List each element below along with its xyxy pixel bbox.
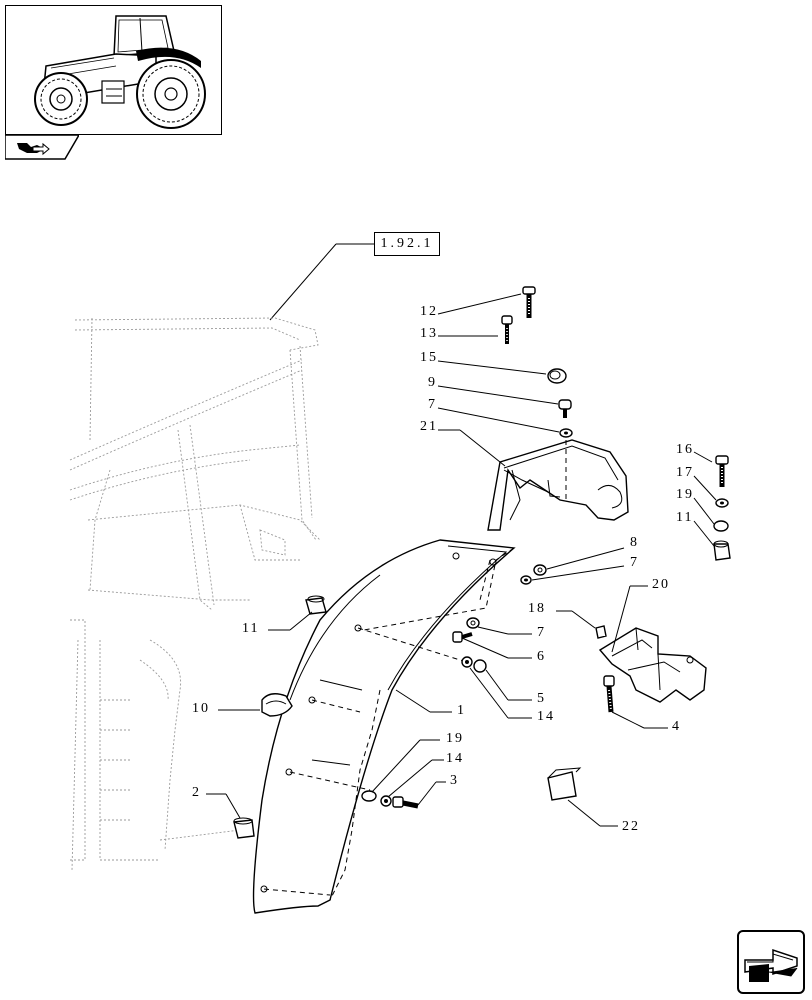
callout-7-top: 7 bbox=[428, 397, 435, 412]
clamp-part-10 bbox=[261, 693, 293, 717]
callout-20: 20 bbox=[652, 577, 670, 592]
callout-7-low: 7 bbox=[537, 625, 544, 640]
washer-part-19-right bbox=[713, 520, 729, 532]
callout-12: 12 bbox=[420, 304, 438, 319]
pad-part-22 bbox=[547, 767, 582, 801]
bolt-part-3 bbox=[392, 796, 419, 809]
washer-part-14-low bbox=[380, 795, 392, 807]
grommet-part-2 bbox=[233, 817, 255, 839]
callout-19-right: 19 bbox=[676, 487, 694, 502]
tractor-thumbnail bbox=[5, 5, 222, 135]
callout-11-left: 11 bbox=[242, 621, 259, 636]
callout-21: 21 bbox=[420, 419, 438, 434]
callout-13: 13 bbox=[420, 326, 438, 341]
nut-part-18 bbox=[595, 625, 607, 639]
callout-18: 18 bbox=[528, 601, 546, 616]
callout-2: 2 bbox=[192, 785, 199, 800]
rear-fender-part-1 bbox=[252, 539, 516, 914]
bracket-part-20 bbox=[598, 627, 707, 703]
screw-part-9 bbox=[558, 399, 572, 418]
washer-part-14-top bbox=[461, 656, 473, 668]
callout-5: 5 bbox=[537, 691, 544, 706]
callout-11-right: 11 bbox=[676, 510, 693, 525]
callout-3: 3 bbox=[450, 773, 457, 788]
book-arrow-icon bbox=[4, 134, 81, 160]
callouts: 12 13 15 9 7 21 16 17 19 11 8 7 bbox=[192, 293, 717, 834]
callout-7-mid: 7 bbox=[630, 555, 637, 570]
bolt-part-12 bbox=[522, 286, 536, 318]
next-page-button[interactable] bbox=[737, 930, 805, 994]
cab-frame-ghost bbox=[69, 317, 321, 871]
stud-part-4 bbox=[603, 675, 615, 713]
callout-9: 9 bbox=[428, 375, 435, 390]
cover-bracket-part-21 bbox=[487, 439, 629, 531]
callout-10: 10 bbox=[192, 701, 210, 716]
cap-part-15 bbox=[547, 368, 567, 384]
callout-16: 16 bbox=[676, 442, 694, 457]
washer-part-17 bbox=[715, 498, 729, 508]
bolt-part-16 bbox=[715, 455, 729, 487]
next-page-arrow-icon bbox=[744, 948, 798, 982]
callout-14-top: 14 bbox=[537, 709, 555, 724]
callout-6: 6 bbox=[537, 649, 544, 664]
tractor-thumbnail-icon bbox=[34, 15, 206, 129]
washer-part-19-low bbox=[361, 790, 377, 802]
bolt-part-13 bbox=[501, 315, 513, 344]
washer-part-7-top bbox=[559, 428, 573, 438]
callout-17: 17 bbox=[676, 465, 694, 480]
callout-8: 8 bbox=[630, 535, 637, 550]
nut-part-11-left bbox=[305, 595, 327, 615]
reference-code-box[interactable]: 1.92.1 bbox=[374, 232, 440, 256]
washer-part-7-mid bbox=[520, 575, 532, 585]
callout-1: 1 bbox=[457, 703, 464, 718]
callout-19-low: 19 bbox=[446, 731, 464, 746]
callout-14-low: 14 bbox=[446, 751, 464, 766]
bolt-part-6 bbox=[452, 631, 473, 643]
callout-15: 15 bbox=[420, 350, 438, 365]
callout-22: 22 bbox=[622, 819, 640, 834]
washer-part-7-low bbox=[466, 617, 480, 629]
callout-4: 4 bbox=[672, 719, 679, 734]
nut-part-11-right bbox=[713, 540, 731, 561]
section-tab[interactable] bbox=[4, 134, 81, 160]
nut-part-5 bbox=[473, 659, 487, 673]
nut-part-8 bbox=[533, 564, 547, 576]
